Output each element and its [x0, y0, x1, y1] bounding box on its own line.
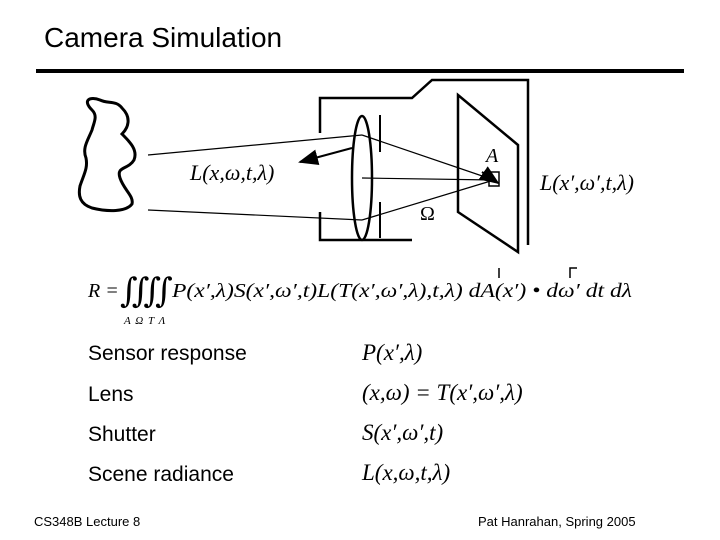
- camera-body-top: [318, 78, 530, 245]
- sensor-radiance-label: L(x′,ω′,t,λ): [539, 170, 634, 195]
- definition-formula-shutter: S(x′,ω′,t): [362, 420, 444, 445]
- vector-marker-omega: [569, 267, 577, 278]
- definition-label-shutter: Shutter: [88, 423, 156, 446]
- equation-integrand: P(x′,λ)S(x′,ω′,t)L(T(x′,ω′,λ),t,λ) dA(x′…: [171, 280, 633, 302]
- scene-object: [77, 96, 137, 213]
- ray-bottom-sensor: [361, 179, 495, 221]
- sensor-radiance-arrow: [478, 166, 500, 185]
- definition-label-scene: Scene radiance: [88, 463, 234, 486]
- equation-integral-signs: ∫∫∫∫: [120, 271, 172, 311]
- camera-body-bottom: [318, 212, 412, 242]
- footer-course: CS348B Lecture 8: [34, 514, 141, 529]
- definition-formula-sensor: P(x′,λ): [362, 340, 423, 365]
- definition-label-sensor: Sensor response: [88, 342, 247, 365]
- ray-middle-sensor: [361, 177, 495, 181]
- equation-integral-domains: A Ω T Λ: [123, 315, 166, 327]
- area-label: A: [484, 145, 499, 167]
- ray-top-scene: [147, 134, 363, 156]
- scene-radiance-label: L(x,ω,t,λ): [189, 160, 274, 185]
- ray-top-sensor: [361, 134, 495, 181]
- definition-formula-scene: L(x,ω,t,λ): [362, 460, 451, 485]
- equation-lhs: R =: [87, 280, 119, 302]
- definition-label-lens: Lens: [88, 383, 134, 406]
- solid-angle-label: Ω: [420, 203, 435, 225]
- slide-title: Camera Simulation: [44, 22, 283, 53]
- sensor-plane: [456, 92, 520, 255]
- title-divider: [36, 69, 684, 73]
- ray-bottom-scene: [147, 209, 363, 221]
- definition-formula-lens: (x,ω) = T(x′,ω′,λ): [362, 380, 523, 405]
- footer-author: Pat Hanrahan, Spring 2005: [478, 514, 636, 529]
- scene-radiance-arrow: [298, 147, 353, 166]
